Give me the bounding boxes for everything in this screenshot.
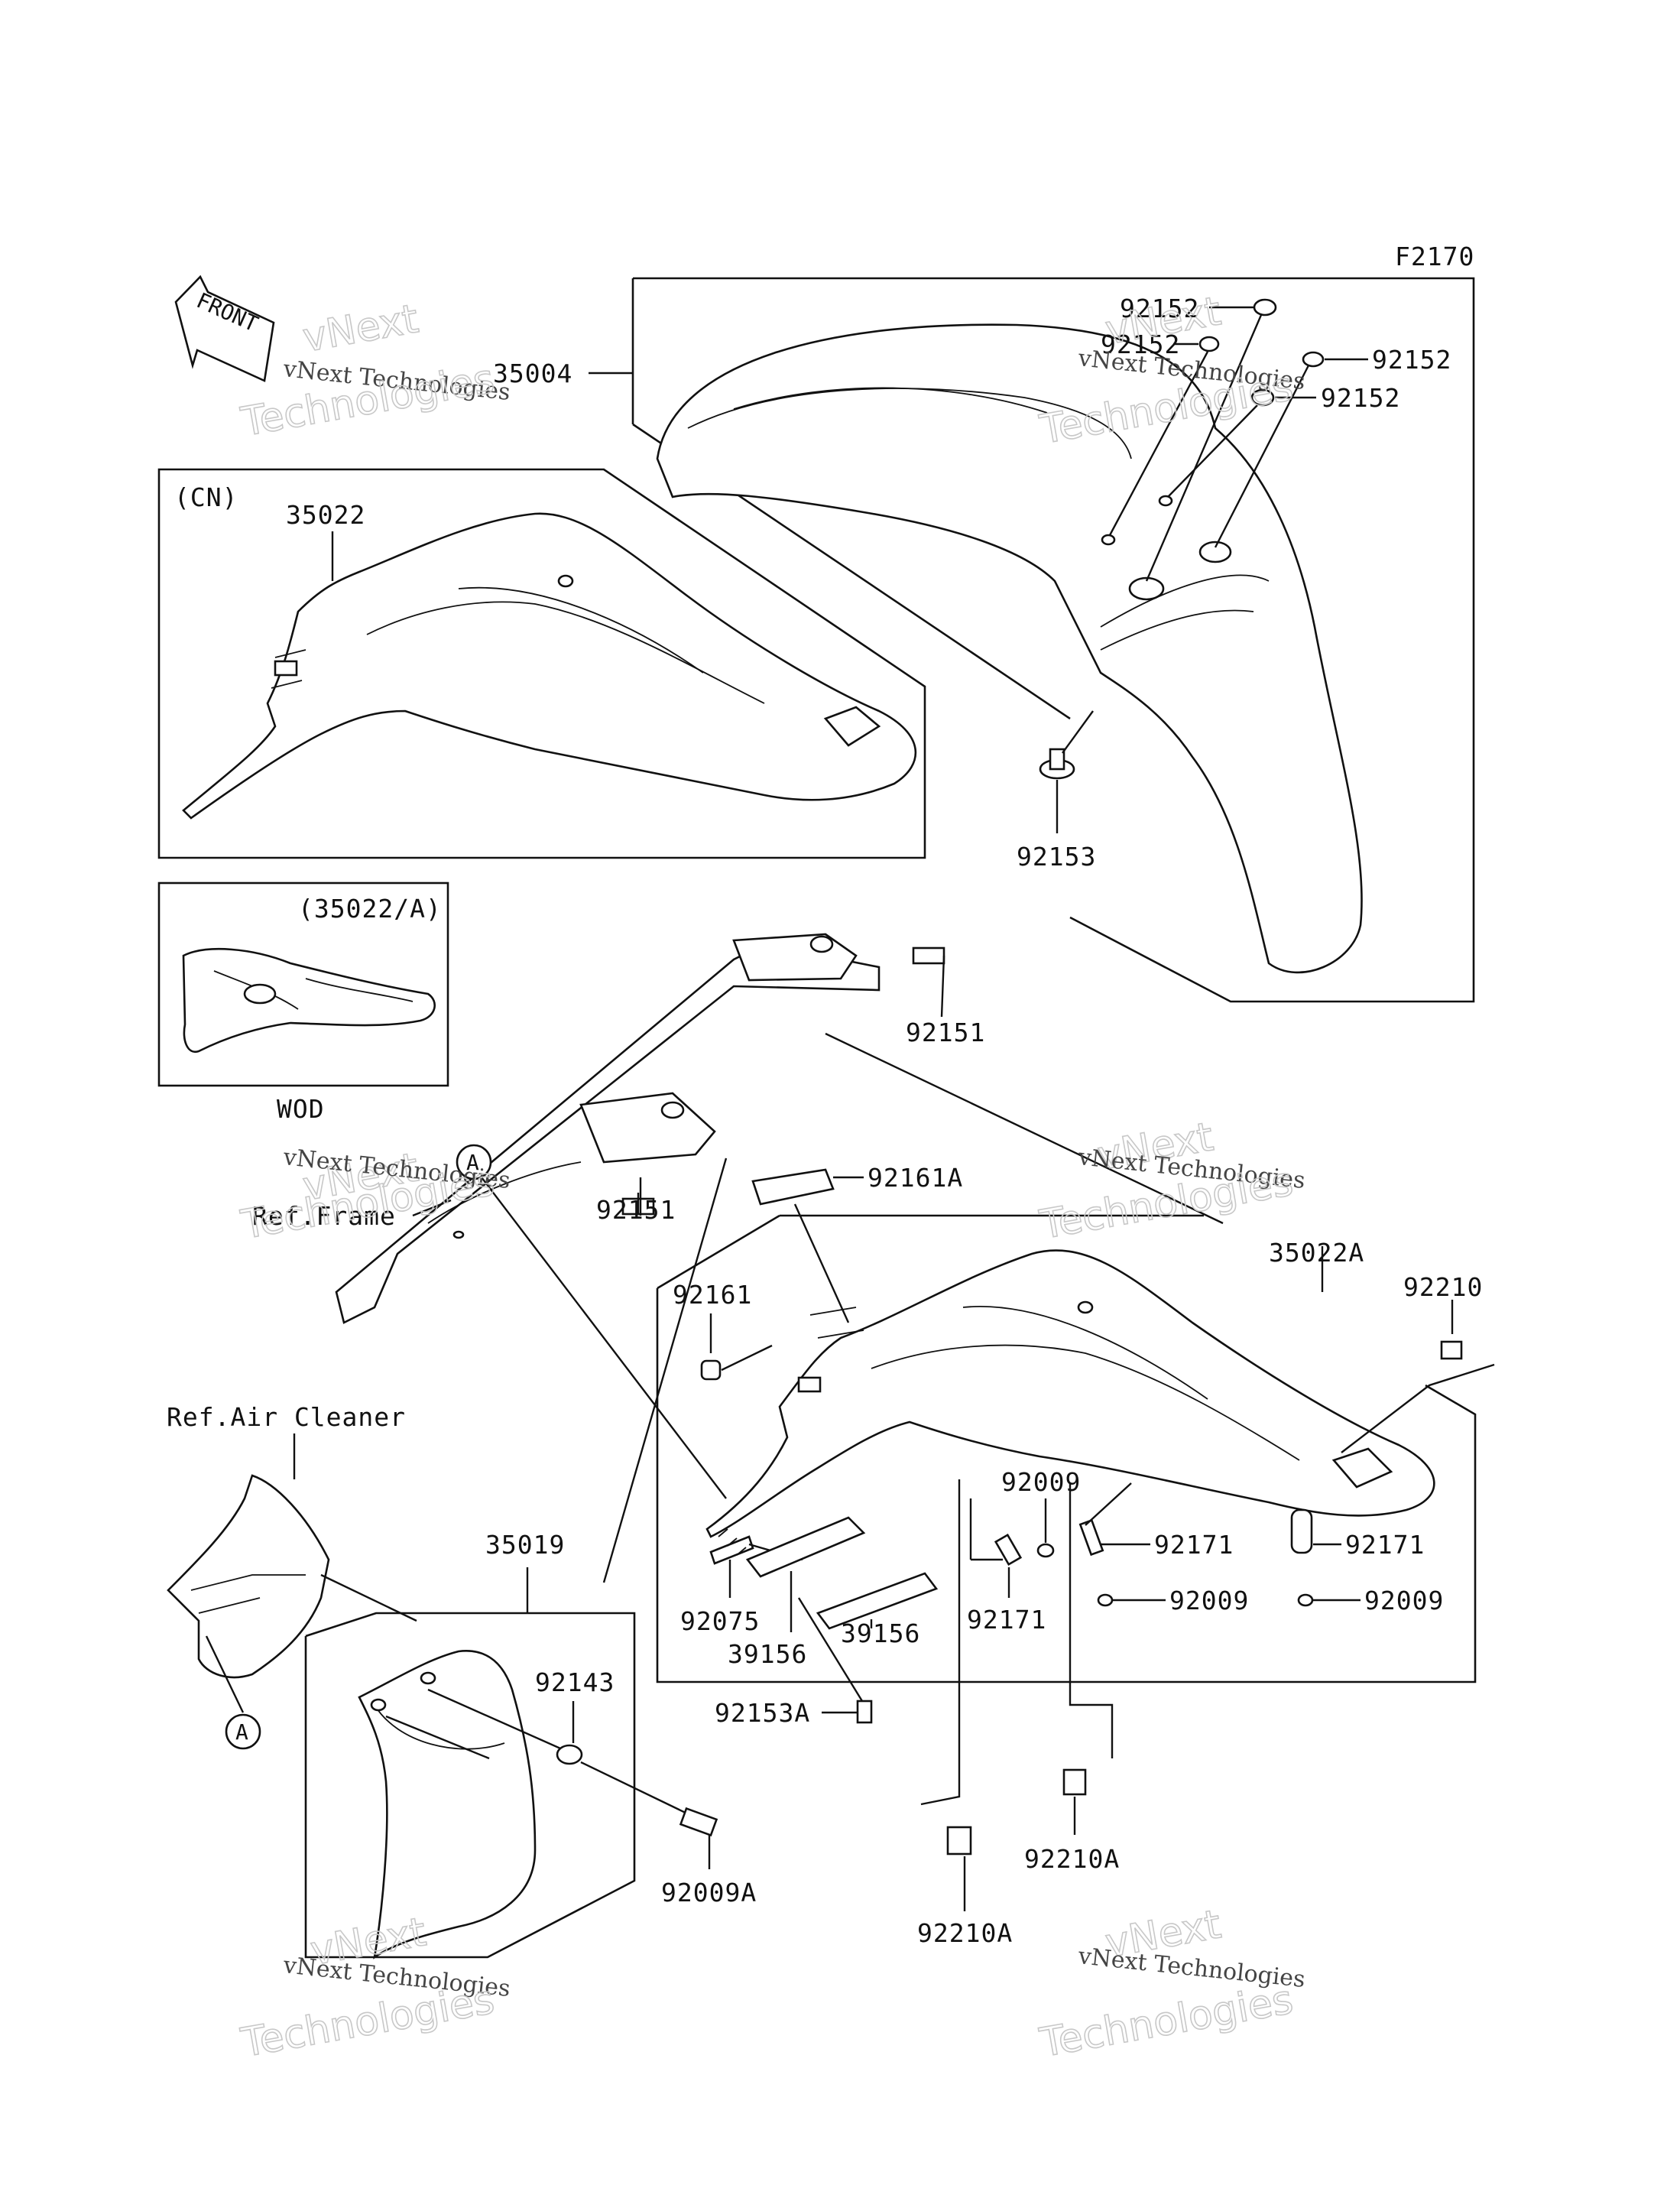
label-92152-right: 92152: [1372, 345, 1451, 375]
svg-text:A: A: [235, 1719, 248, 1745]
label-92152-mid: 92152: [1101, 330, 1180, 359]
label-92171-c: 92171: [967, 1605, 1046, 1635]
label-92210a-left: 92210A: [917, 1918, 1013, 1948]
screw-92009-center-icon: [969, 1498, 1055, 1598]
label-92152-lower: 92152: [1321, 383, 1400, 413]
figure-code: F2170: [1395, 242, 1474, 271]
label-92153a: 92153A: [715, 1698, 810, 1728]
variant-35022a-group: (35022/A) WOD: [157, 881, 449, 1124]
label-ref-air-cleaner: Ref.Air Cleaner: [167, 1402, 406, 1432]
front-fender-group: [631, 277, 1475, 1003]
bolt-92153a-icon: [797, 1597, 873, 1724]
rear-fender-cn-part: [182, 512, 917, 820]
marker-a-frame: A: [456, 1144, 727, 1499]
nut-92210a-left-icon: [920, 1479, 972, 1911]
label-92161a: 92161A: [868, 1163, 963, 1193]
rear-fender-35022a-group: 35022A: [656, 1214, 1477, 1683]
label-92009-center: 92009: [1001, 1467, 1081, 1497]
mud-flap-group: [304, 1567, 636, 1959]
front-fender-box: [633, 277, 1475, 1003]
label-92161: 92161: [673, 1280, 752, 1310]
label-variant-a: (35022/A): [298, 894, 442, 924]
watermark-mid-right: vNext vNext Technologies Technologies: [1036, 1114, 1306, 1249]
label-ref-frame: Ref.Frame: [252, 1201, 396, 1231]
pad-39156-icon: [745, 1516, 939, 1632]
watermark-bottom-right: vNext vNext Technologies Technologies: [1036, 1901, 1306, 2067]
marker-a-air-cleaner: A: [225, 1713, 261, 1750]
rear-fender-cn-group: (CN) 35022: [157, 468, 926, 859]
label-35022: 35022: [286, 500, 365, 530]
label-92171-a: 92171: [1154, 1530, 1234, 1560]
label-92009-a: 92009: [1169, 1586, 1249, 1615]
label-92151-upper: 92151: [906, 1018, 985, 1047]
svg-text:A: A: [466, 1150, 479, 1175]
front-fender-part: [656, 323, 1363, 974]
block-92161a-icon: [751, 1168, 864, 1323]
bolt-92153-icon: [1039, 710, 1094, 833]
label-35022a: 35022A: [1269, 1238, 1364, 1268]
label-92151-lower: 92151: [596, 1195, 676, 1225]
label-92009a: 92009A: [661, 1878, 757, 1907]
variant-35022a-part: [182, 947, 436, 1054]
label-92143: 92143: [535, 1667, 615, 1697]
label-92210: 92210: [1403, 1272, 1483, 1302]
front-arrow-icon: FRONT: [174, 274, 275, 382]
label-cn: (CN): [174, 482, 238, 512]
bolt-92009a-icon: [679, 1807, 718, 1869]
label-wod: WOD: [277, 1094, 325, 1124]
label-92171-b: 92171: [1345, 1530, 1425, 1560]
svg-text:Technologies: Technologies: [238, 1977, 498, 2067]
frame-part: [335, 933, 945, 1324]
nut-92161-icon: [700, 1313, 773, 1381]
label-35004: 35004: [493, 359, 572, 388]
label-92009-b: 92009: [1364, 1586, 1444, 1615]
collar-92171-b-icon: [1290, 1508, 1361, 1607]
clip-92210-icon: [1341, 1300, 1495, 1453]
nut-92210a-right-icon: [1062, 1483, 1114, 1835]
label-92210a-right: 92210A: [1024, 1844, 1120, 1874]
collar-92171-a-icon: [1078, 1482, 1166, 1607]
variant-35022a-box: [157, 881, 449, 1087]
air-cleaner-part: Ref.Air Cleaner: [167, 1402, 417, 1713]
label-39156-a: 39156: [728, 1639, 807, 1669]
label-35019: 35019: [485, 1530, 565, 1560]
label-92153: 92153: [1017, 842, 1096, 872]
watermark-bottom-left: vNext vNext Technologies Technologies: [237, 1909, 511, 2067]
label-92075: 92075: [680, 1606, 760, 1636]
washer-92152-group: [1108, 298, 1368, 582]
svg-text:vNext: vNext: [300, 296, 422, 361]
label-39156-b: 39156: [841, 1618, 920, 1648]
svg-text:Technologies: Technologies: [1036, 1977, 1296, 2067]
rear-fender-cn-box: [157, 468, 926, 859]
rear-fender-35022a-part: [705, 1249, 1435, 1538]
mud-flap-part: [358, 1650, 537, 1959]
watermark-top-left: vNext vNext Technologies Technologies: [237, 296, 511, 446]
label-92152-top: 92152: [1120, 294, 1199, 323]
washer-92143-icon: [556, 1701, 692, 1817]
